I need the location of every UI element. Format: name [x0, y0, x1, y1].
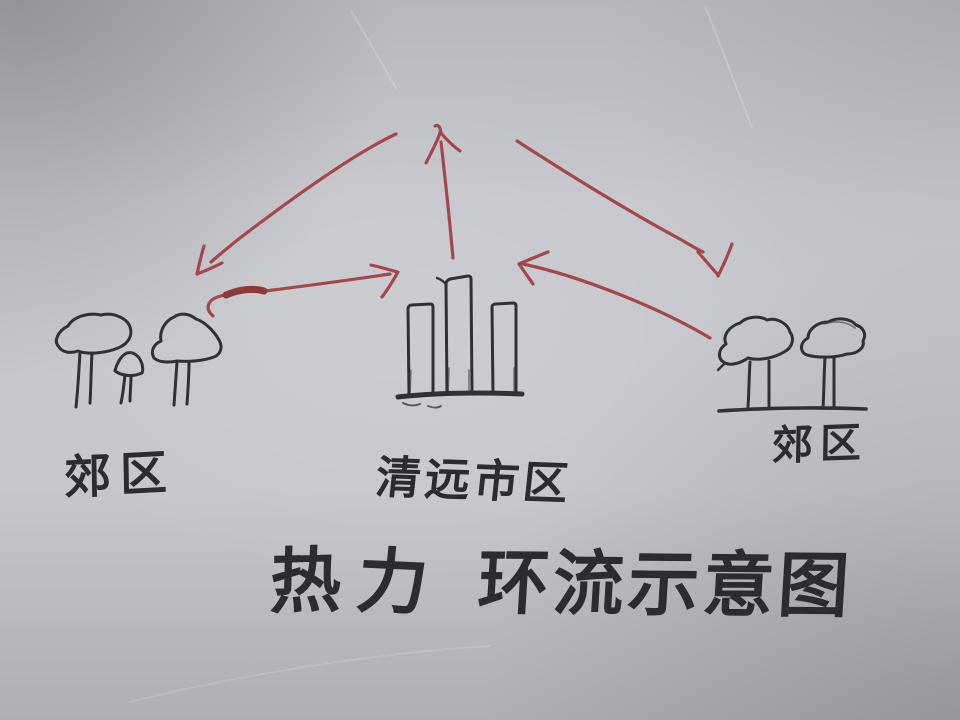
upper-outflow-right-arrow	[515, 139, 734, 278]
surface-inflow-left-arrow	[206, 263, 400, 318]
tree-trunk	[74, 350, 94, 409]
city-buildings	[395, 274, 525, 409]
tree-canopy	[113, 351, 145, 377]
left-suburb-label: 郊区	[63, 445, 177, 506]
right-suburb-label: 郊区	[771, 418, 869, 470]
left-suburb-trees	[54, 312, 223, 409]
tree-canopy	[718, 315, 794, 366]
city-ground-line	[395, 390, 525, 400]
right-suburb-trees	[716, 315, 868, 413]
tree-canopy	[800, 317, 867, 359]
tree-trunk	[746, 359, 771, 409]
rising-air-arrow	[424, 123, 462, 260]
title-segment: 热	[268, 538, 343, 624]
building-right	[490, 301, 518, 396]
title-segment: 力	[353, 539, 432, 626]
surface-inflow-right-arrow	[517, 250, 712, 340]
tree-canopy	[150, 312, 223, 364]
building-center	[444, 274, 474, 396]
city-label: 清远市区	[373, 450, 575, 511]
tree-trunk	[821, 355, 836, 410]
title-segment: 环流示意图	[475, 541, 856, 628]
diagram-title: 热力环流示意图	[268, 538, 856, 628]
tree-canopy	[54, 312, 133, 355]
paper-creases	[129, 7, 753, 703]
building-left	[406, 302, 435, 396]
suburb-ground-line	[717, 406, 868, 413]
tree-trunk	[119, 373, 133, 405]
upper-outflow-left-arrow	[195, 132, 398, 276]
tree-trunk	[172, 360, 191, 407]
